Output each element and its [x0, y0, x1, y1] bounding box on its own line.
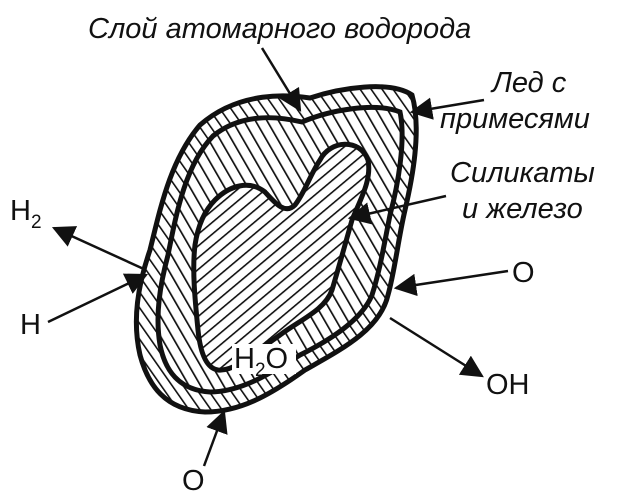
label-o-right: O — [512, 257, 535, 289]
arrow-o-in-right — [396, 271, 508, 288]
label-silicates-line1: Силикаты — [450, 157, 595, 189]
label-oh-right: OH — [486, 369, 530, 401]
arrow-oh-out — [390, 318, 482, 376]
label-water-main: H — [234, 343, 255, 375]
label-water-sub: 2 — [255, 360, 266, 381]
label-silicates-line2: и железо — [462, 193, 583, 225]
label-h2-sub: 2 — [31, 212, 42, 233]
label-h-atom: H — [20, 309, 41, 341]
label-ice-line2: примесями — [440, 103, 590, 135]
arrow-h2-out — [54, 228, 146, 270]
label-water-tail: O — [266, 343, 289, 375]
label-o-bottom: O — [182, 465, 205, 495]
label-h2: H2 — [10, 195, 42, 233]
arrow-o-in-bottom — [204, 412, 224, 466]
label-atomic-hydrogen-layer: Слой атомарного водорода — [88, 13, 471, 45]
arrow-h-in — [48, 275, 146, 322]
label-ice-line1: Лед с — [490, 67, 567, 99]
label-h2-main: H — [10, 195, 31, 227]
